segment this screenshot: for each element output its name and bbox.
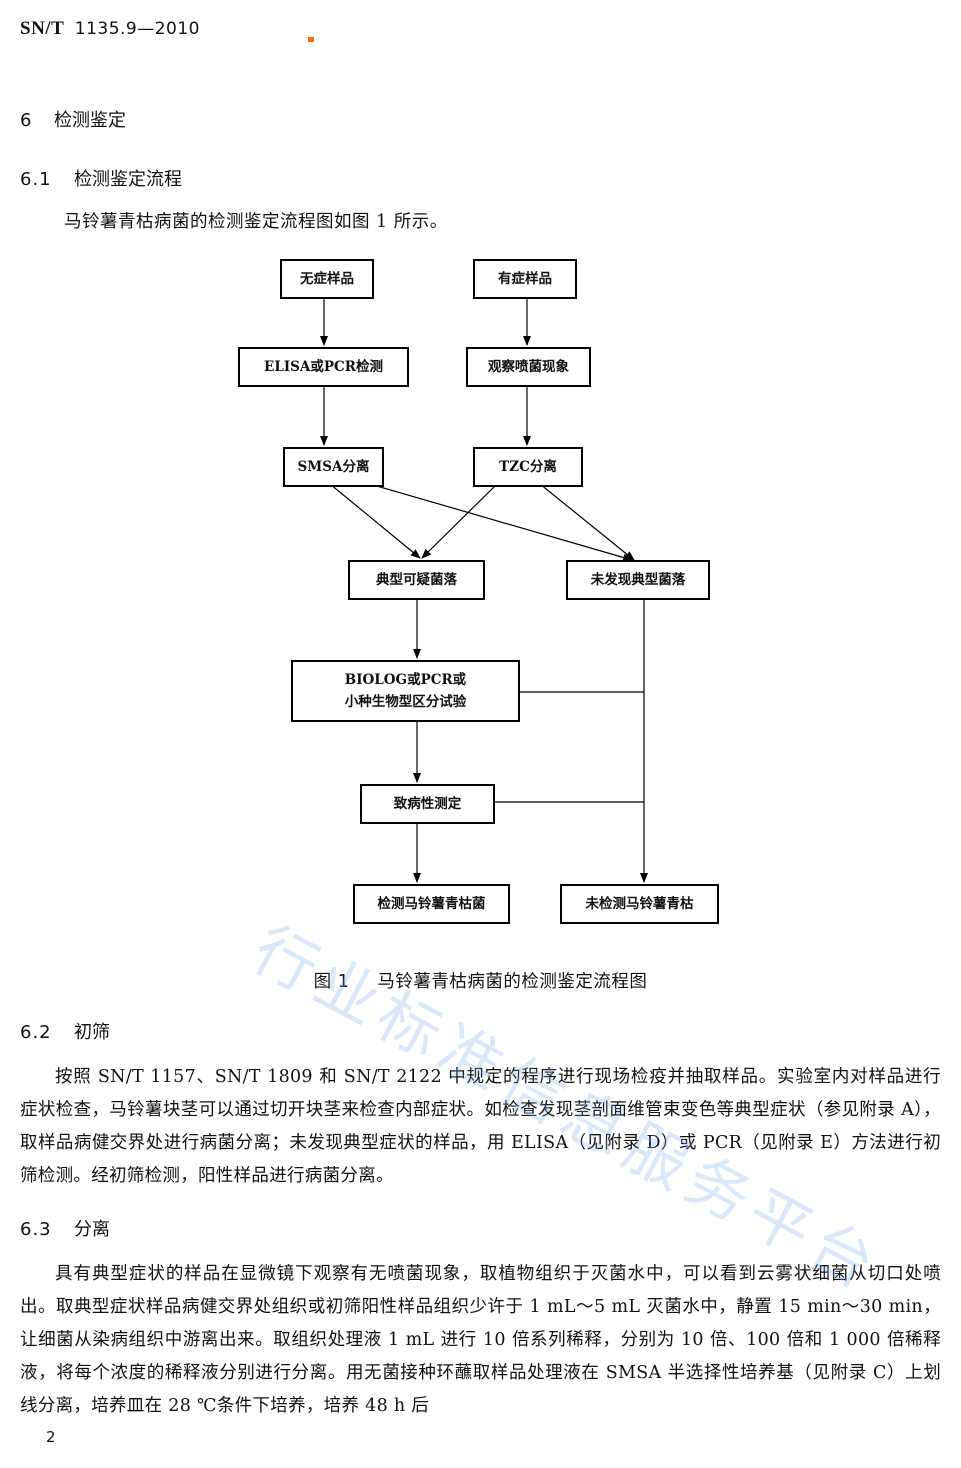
standard-number: 1135.9—2010 (74, 19, 200, 39)
box-pathogenicity-test: 致病性测定 (360, 784, 495, 824)
box-detected: 检测马铃薯青枯菌 (353, 884, 510, 924)
orange-marker (308, 37, 314, 42)
box-not-detected: 未检测马铃薯青枯 (560, 884, 719, 924)
arrow-tzc-to-typical (421, 483, 498, 559)
arrow-smsa-to-typical (329, 483, 421, 559)
section-6-3-body: 具有典型症状的样品在显微镜下观察有无喷菌现象，取植物组织于灭菌水中，可以看到云雾… (20, 1264, 941, 1416)
box-observe-ooze: 观察喷菌现象 (466, 347, 591, 387)
page-number: 2 (46, 1428, 56, 1446)
standard-code: SN/T 1135.9—2010 (20, 18, 200, 39)
arrow-tzc-to-none (539, 483, 635, 561)
box-no-typical-colony: 未发现典型菌落 (566, 560, 710, 600)
box-asymptomatic-sample: 无症样品 (280, 259, 374, 299)
box-symptomatic-sample: 有症样品 (473, 259, 577, 299)
section-6-1-intro: 马铃薯青枯病菌的检测鉴定流程图如图 1 所示。 (64, 212, 448, 232)
flowchart-connectors (320, 298, 648, 883)
box-typical-suspect-colony: 典型可疑菌落 (348, 560, 485, 600)
box-tzc-isolation: TZC分离 (473, 447, 583, 487)
box-elisa-pcr-detection: ELISA或PCR检测 (238, 347, 409, 387)
section-6-2-body: 按照 SN/T 1157、SN/T 1809 和 SN/T 2122 中规定的程… (20, 1067, 941, 1186)
box-biolog-pcr-test: BIOLOG或PCR或 小种生物型区分试验 (291, 660, 520, 722)
arrow-smsa-to-none (369, 483, 633, 562)
box-smsa-isolation: SMSA分离 (283, 447, 384, 487)
